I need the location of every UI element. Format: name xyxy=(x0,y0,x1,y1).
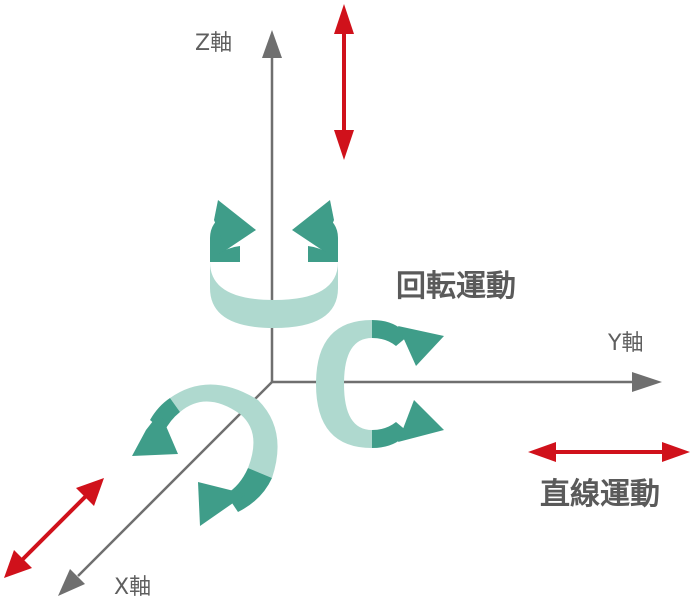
y-axis-arrowhead xyxy=(632,372,662,392)
z-axis-label: Z軸 xyxy=(195,31,232,56)
x-axis-label: X軸 xyxy=(114,575,151,600)
linear-arrow-z xyxy=(334,4,354,160)
x-axis-line xyxy=(77,381,273,577)
rotation-motion-label: 回転運動 xyxy=(396,269,516,304)
rotation-z-icon xyxy=(210,200,338,328)
linear-arrow-y xyxy=(528,442,690,462)
linear-motion-label: 直線運動 xyxy=(540,477,660,512)
rotation-x-icon xyxy=(132,384,278,526)
z-axis-arrowhead xyxy=(262,30,282,58)
x-axis-arrowhead xyxy=(58,569,85,596)
rotation-y-icon xyxy=(316,320,444,448)
linear-arrow-x xyxy=(4,478,104,578)
y-axis-label: Y軸 xyxy=(607,331,643,356)
